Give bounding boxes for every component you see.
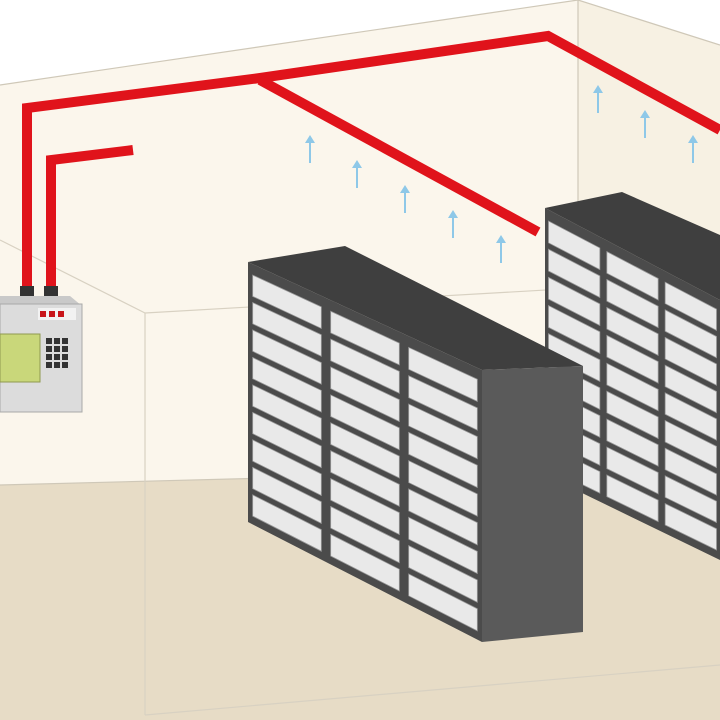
return-pipe: [46, 145, 134, 290]
front-box-bottom: [144, 664, 720, 716]
rack-door-panel: [548, 276, 601, 327]
rack-door-panel: [252, 274, 322, 330]
rack-door-panel: [408, 544, 478, 603]
keypad-key: [46, 346, 52, 352]
rack-door-panel: [330, 394, 400, 451]
detector-screen: [0, 333, 41, 383]
keypad-key: [62, 362, 68, 368]
rack-door-panel: [606, 250, 659, 301]
rack-door-panel: [606, 390, 659, 440]
up-arrow-icon: [352, 160, 362, 168]
up-arrow-icon: [688, 135, 698, 143]
rack-door-panel: [252, 356, 322, 413]
keypad-key: [54, 362, 60, 368]
rack-door-panel: [548, 333, 601, 383]
rack-door-panel: [252, 301, 322, 357]
rack-door-panel: [252, 439, 322, 497]
keypad-key: [54, 354, 60, 360]
airflow-arrows: [305, 85, 698, 263]
rack-door-panel: [606, 474, 659, 523]
rack-door-panel: [664, 475, 717, 524]
rack-door-panel: [606, 278, 659, 329]
server-rack: [248, 246, 583, 642]
aspirating-detector-icon: [0, 286, 83, 413]
rack-door-panel: [548, 248, 601, 299]
keypad-key: [54, 338, 60, 344]
rack-door-panel: [330, 422, 400, 479]
rack-door-panel: [252, 329, 322, 385]
rack-door-panel: [664, 392, 717, 441]
keypad-key: [46, 338, 52, 344]
rack-door-panel: [408, 346, 478, 403]
rack-top: [545, 192, 720, 300]
keypad-key: [46, 354, 52, 360]
rack-door-panel: [252, 494, 322, 552]
detector-brand-strip: [38, 308, 76, 320]
rack-door-panel: [606, 306, 659, 356]
rack-door-panel: [606, 418, 659, 467]
rack-door-panel: [664, 419, 717, 469]
rack-side: [482, 366, 583, 642]
keypad-key: [62, 346, 68, 352]
rack-door-panel: [408, 573, 478, 632]
brand-mark-1: [40, 311, 46, 317]
rack-door-panel: [548, 220, 601, 271]
room-edge-back-top: [0, 0, 720, 86]
rack-door-panel: [606, 334, 659, 384]
brand-mark-3: [58, 311, 64, 317]
rack-door-panel: [252, 384, 322, 441]
rack-door-panel: [548, 304, 601, 355]
brand-mark-2: [49, 311, 55, 317]
keypad-key: [54, 346, 60, 352]
sampling-pipes: [22, 30, 720, 290]
pipe-inlet-2: [44, 286, 58, 296]
rack-door-panel: [664, 336, 717, 386]
rack-door-panel: [408, 488, 478, 546]
rack-door-panel: [330, 533, 400, 592]
server-racks: [248, 192, 720, 642]
rack-door-panel: [330, 505, 400, 564]
keypad-key: [62, 338, 68, 344]
up-arrow-icon: [640, 110, 650, 118]
rack-door-panel: [664, 281, 717, 331]
rack-door-panel: [330, 310, 400, 366]
up-arrow-icon: [400, 185, 410, 193]
up-arrow-icon: [448, 210, 458, 218]
rack-door-panel: [252, 411, 322, 469]
rack-door-panel: [330, 366, 400, 423]
pipe-inlet-1: [20, 286, 34, 296]
rack-door-panel: [664, 447, 717, 496]
main-pipe: [22, 30, 720, 290]
rack-door-panel: [664, 502, 717, 551]
rack-door-panel: [664, 309, 717, 359]
up-arrow-icon: [496, 235, 506, 243]
rack-top: [248, 246, 583, 370]
rack-door-panel: [330, 338, 400, 394]
rack-door-panel: [408, 403, 478, 460]
rack-door-panel: [408, 431, 478, 489]
up-arrow-icon: [305, 135, 315, 143]
rack-door-panel: [252, 466, 322, 524]
branch-pipe: [257, 75, 541, 237]
keypad-key: [46, 362, 52, 368]
rack-door-panel: [330, 477, 400, 536]
keypad-key: [62, 354, 68, 360]
up-arrow-icon: [593, 85, 603, 93]
rack-door-panel: [408, 516, 478, 575]
rack-door-panel: [408, 460, 478, 517]
rack-door-panel: [606, 362, 659, 412]
rack-door-panel: [664, 364, 717, 414]
detector-keypad: [46, 338, 68, 368]
rack-door-panel: [606, 446, 659, 495]
rack-door-panel: [330, 450, 400, 507]
rack-door-panel: [408, 375, 478, 431]
